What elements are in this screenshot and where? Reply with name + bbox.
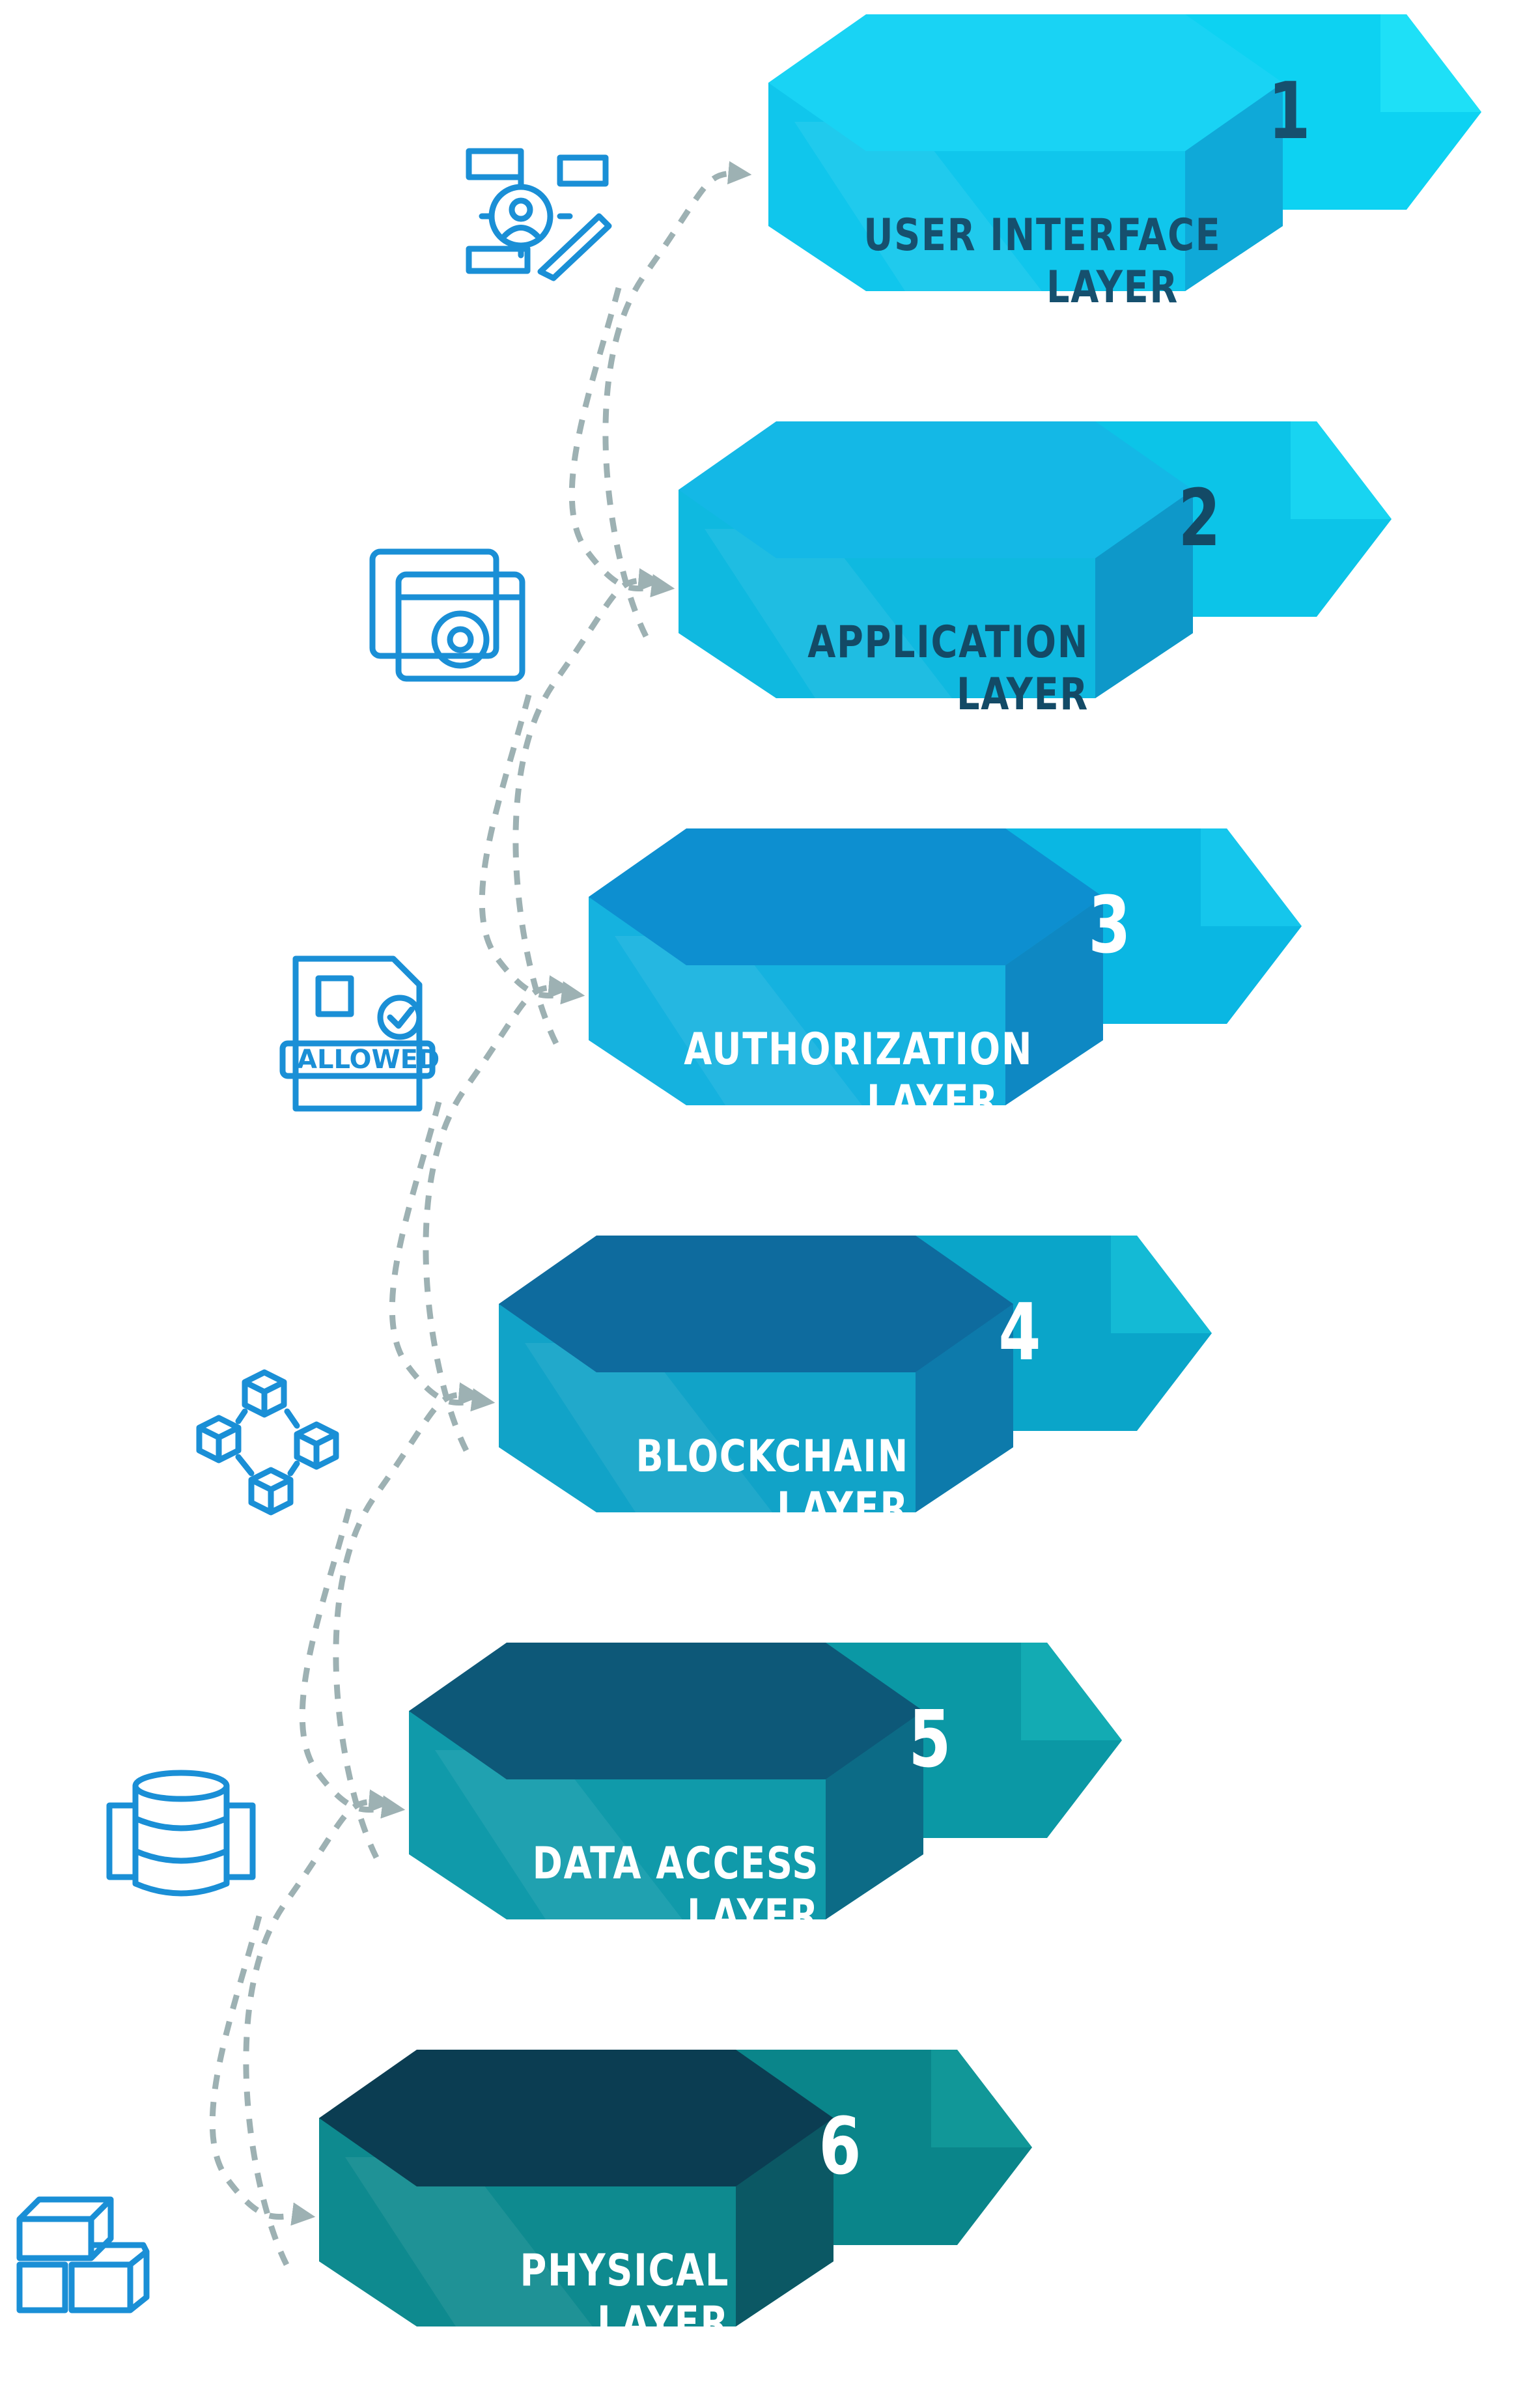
number-tab-highlight: [1201, 828, 1302, 926]
connector-up-1: [602, 161, 752, 638]
layer-number-2: 2: [1178, 474, 1221, 564]
connector-down-5: [299, 1508, 406, 1819]
layer-number-5: 5: [908, 1695, 951, 1785]
dashed-connectors: [209, 161, 752, 2267]
block-top-face: [679, 421, 1193, 558]
layer-block-1: [768, 14, 1481, 291]
layer-number-6: 6: [819, 2102, 861, 2192]
block-sheen: [345, 2157, 593, 2326]
physical-blocks-icon: [16, 2196, 150, 2313]
database-icon: [106, 1770, 256, 1897]
number-tab-highlight: [1380, 14, 1481, 112]
layer-block-5: [409, 1643, 1122, 1919]
connector-down-6: [209, 1915, 316, 2226]
layer-label-line2: LAYER: [1046, 262, 1179, 313]
layer-label-line1: USER INTERFACE: [863, 210, 1222, 261]
number-tab-highlight: [931, 2050, 1032, 2147]
layer-label-line1: AUTHORIZATION: [684, 1024, 1033, 1075]
block-sheen: [525, 1343, 772, 1512]
block-side-face: [826, 1711, 923, 1919]
layer-number-4: 4: [998, 1288, 1041, 1378]
block-top-face: [499, 1236, 1013, 1372]
block-side-face: [1095, 490, 1193, 698]
layer-number-1: 1: [1268, 66, 1311, 157]
connector-up-4: [333, 1382, 483, 1860]
block-sheen: [794, 122, 1042, 291]
number-tab-highlight: [1021, 1643, 1122, 1740]
block-side-face: [736, 2118, 833, 2326]
layer-block-4: [499, 1236, 1212, 1512]
connector-down-2: [568, 287, 675, 598]
connector-up-5: [243, 1789, 393, 2267]
block-top-face: [319, 2050, 833, 2186]
layer-label-line1: BLOCKCHAIN: [636, 1431, 909, 1482]
block-top-face: [589, 828, 1103, 965]
application-settings-icon: [369, 548, 525, 682]
block-side-face: [1185, 83, 1283, 291]
connector-down-3: [479, 694, 585, 1005]
layer-label-line2: LAYER: [687, 1890, 819, 1942]
block-top-face: [768, 14, 1283, 151]
ui-design-icon: [466, 148, 612, 281]
block-sheen: [615, 936, 862, 1105]
block-side-face: [916, 1304, 1013, 1512]
layer-label-line1: DATA ACCESS: [532, 1838, 819, 1889]
allowed-stamp-text: ALLOWED: [297, 1045, 440, 1075]
layer-label-line2: LAYER: [597, 2297, 729, 2349]
layer-block-6: [319, 2050, 1032, 2326]
connector-down-4: [389, 1101, 496, 1412]
layer-label-line2: LAYER: [867, 1076, 999, 1127]
number-tab-highlight: [1291, 421, 1392, 519]
layer-block-2: [679, 421, 1392, 698]
allowed-document-icon: ALLOWED: [279, 955, 440, 1112]
blockchain-icon: [196, 1369, 339, 1516]
connector-up-2: [512, 568, 662, 1045]
layer-block-3: [589, 828, 1302, 1105]
layer-icons: ALLOWED: [16, 148, 612, 2313]
layer-label-line1: PHYSICAL: [520, 2245, 729, 2297]
number-tab-highlight: [1111, 1236, 1212, 1333]
block-side-face: [1005, 897, 1103, 1105]
block-sheen: [435, 1750, 682, 1919]
layer-label-line2: LAYER: [957, 669, 1089, 720]
block-sheen: [705, 529, 952, 698]
layer-label-line2: LAYER: [777, 1483, 909, 1534]
connector-up-3: [423, 975, 572, 1452]
layer-label-line1: APPLICATION: [807, 617, 1089, 668]
block-top-face: [409, 1643, 923, 1779]
layer-number-3: 3: [1088, 881, 1131, 971]
layer-blocks: [319, 14, 1481, 2326]
